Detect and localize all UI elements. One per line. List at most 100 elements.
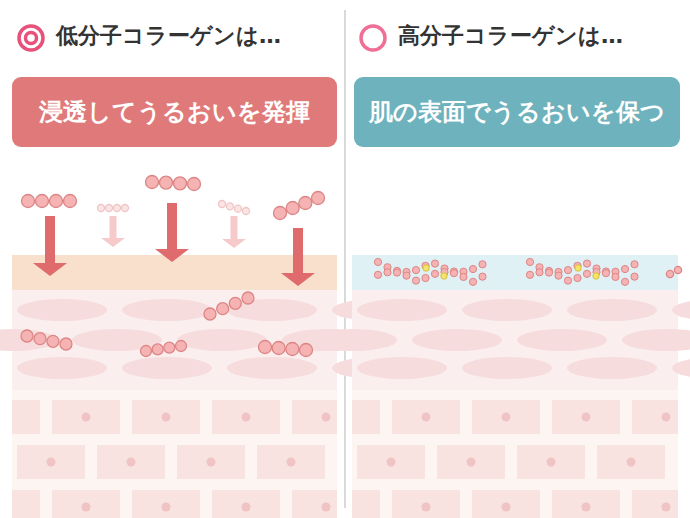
crosslink-dot (575, 265, 581, 271)
collagen-bead (219, 201, 226, 208)
cell-nucleus (422, 413, 431, 422)
collagen-chain (21, 330, 72, 350)
collagen-bead (176, 341, 187, 352)
cell-ellipse (517, 329, 607, 351)
dermis-cell (132, 400, 200, 434)
collagen-chain (259, 341, 313, 357)
cell-nucleus (322, 503, 331, 512)
cell-nucleus (127, 458, 136, 467)
dermis-cell (392, 490, 460, 518)
collagen-bead (60, 338, 72, 350)
collagen-chain (146, 176, 201, 191)
collagen-bead (412, 266, 419, 273)
dermis-cell (132, 490, 200, 518)
stratum-corneum (352, 255, 678, 290)
collagen-chain (219, 201, 250, 215)
cell-nucleus (82, 503, 91, 512)
cell-ellipse (462, 357, 552, 379)
collagen-chain (98, 205, 129, 212)
dermis-cell (17, 445, 85, 479)
dermis-cell (357, 445, 425, 479)
collagen-bead (141, 346, 152, 357)
dermis-cell (292, 400, 337, 434)
dermis-cell (292, 490, 337, 518)
collagen-bead (235, 205, 242, 212)
cell-nucleus (662, 503, 671, 512)
collagen-bead (612, 273, 619, 280)
collagen-bead (384, 269, 391, 276)
collagen-bead (666, 270, 673, 277)
dermis-cell (472, 400, 540, 434)
collagen-bead (98, 205, 105, 212)
collagen-bead (286, 343, 299, 356)
collagen-bead (393, 269, 400, 276)
cell-nucleus (467, 458, 476, 467)
dermis-cell (352, 490, 380, 518)
collagen-bead (50, 195, 63, 208)
collagen-bead (217, 303, 229, 315)
cell-ellipse (672, 357, 690, 379)
dermis-cell (437, 445, 505, 479)
panel-heading: 低分子コラーゲンは… (56, 23, 281, 49)
dermis-cell (632, 400, 678, 434)
collagen-bead (243, 208, 250, 215)
collagen-chain (274, 192, 325, 220)
collagen-bead (34, 333, 46, 345)
collagen-bead (374, 271, 381, 278)
cell-ellipse (622, 329, 690, 351)
dermis-cell (257, 445, 325, 479)
collagen-network (374, 258, 486, 285)
collagen-bead (312, 192, 325, 205)
cell-nucleus (662, 413, 671, 422)
cell-ellipse (567, 357, 657, 379)
collagen-bead (574, 274, 581, 281)
crosslink-dot (441, 273, 447, 279)
collagen-bead (564, 277, 571, 284)
cell-ellipse (412, 329, 502, 351)
crosslink-dot (423, 265, 429, 271)
cell-nucleus (242, 413, 251, 422)
cell-ellipse (357, 357, 447, 379)
collagen-bead (621, 278, 628, 285)
cell-ellipse (227, 357, 317, 379)
penetration-arrow (33, 216, 67, 276)
collagen-bead (674, 266, 681, 273)
cell-ellipse (307, 329, 397, 351)
banner-box: 浸透してうるおいを発揮 (12, 77, 337, 147)
skin-layers (307, 255, 690, 518)
collagen-bead (412, 277, 419, 284)
dermis-cell (177, 445, 245, 479)
panel-heading: 高分子コラーゲンは… (398, 23, 623, 49)
dermis-cell (552, 490, 620, 518)
circle-icon (361, 26, 385, 50)
dermis-cell (12, 490, 40, 518)
collagen-bead (146, 176, 159, 189)
cell-ellipse (357, 299, 447, 321)
cell-nucleus (322, 413, 331, 422)
divider-line (344, 10, 346, 508)
dermis-cell (517, 445, 585, 479)
dermis-cell (97, 445, 165, 479)
collagen-bead (479, 261, 486, 268)
collagen-bead (526, 271, 533, 278)
collagen-bead (583, 260, 590, 267)
dermis-cell (212, 490, 280, 518)
collagen-bead (122, 205, 129, 212)
collagen-bead (64, 195, 77, 208)
cell-nucleus (387, 458, 396, 467)
collagen-bead (22, 195, 35, 208)
cell-nucleus (162, 413, 171, 422)
collagen-bead (469, 265, 476, 272)
collagen-bead (227, 203, 234, 210)
cell-nucleus (422, 503, 431, 512)
collagen-bead (21, 330, 33, 342)
dermis-cell (212, 400, 280, 434)
collagen-bead (479, 273, 486, 280)
cell-ellipse (567, 299, 657, 321)
collagen-bead (152, 344, 163, 355)
collagen-bead (431, 260, 438, 267)
collagen-chain (204, 292, 254, 320)
cell-nucleus (242, 503, 251, 512)
collagen-bead (160, 176, 173, 189)
